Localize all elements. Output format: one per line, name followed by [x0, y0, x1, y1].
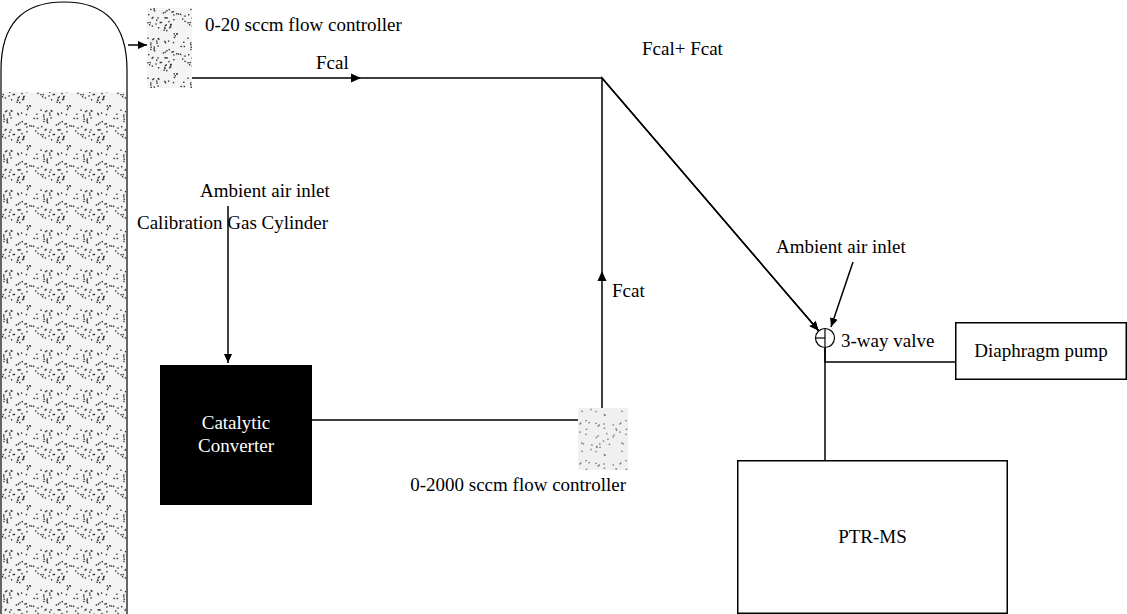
flow-arrowhead [351, 74, 361, 83]
flow-line [824, 348, 826, 460]
component-label: 3-way valve [841, 330, 934, 353]
flow-label: Fcat [612, 280, 645, 303]
component-label: Catalytic Converter [160, 412, 312, 458]
flow-arrowhead [598, 271, 607, 281]
component-box: Calibration Gas Cylinder [0, 0, 128, 614]
inlet-label: Ambient air inlet [200, 180, 330, 203]
cylinder-outline [1, 2, 127, 614]
node-outline [578, 408, 628, 470]
valve-symbol: 3-way valve [815, 328, 835, 348]
component-box: Catalytic Converter [160, 365, 312, 505]
inlet-label: Ambient air inlet [776, 236, 906, 259]
component-box: PTR-MS [737, 460, 1008, 614]
valve-port [824, 329, 825, 347]
valve-circle [816, 329, 835, 348]
cylinder-body [2, 92, 126, 614]
valve-port [816, 337, 825, 338]
flow-line [128, 44, 147, 46]
component-box: 0-20 sccm flow controller [147, 8, 192, 88]
flow-label: Fcal+ Fcat [642, 38, 723, 61]
flow-label: Fcal [316, 52, 349, 75]
box-outline [738, 461, 1008, 614]
node-outline [0, 0, 128, 614]
component-label: PTR-MS [830, 526, 915, 549]
component-label: Calibration Gas Cylinder [137, 212, 328, 235]
box-outline [956, 323, 1127, 380]
component-box: Diaphragm pump [955, 322, 1127, 380]
converter-body [160, 365, 312, 505]
controller-body [147, 8, 192, 88]
inlet-arrow [831, 262, 853, 327]
node-outline [815, 328, 835, 348]
component-box: 0-2000 sccm flow controller [578, 408, 628, 470]
component-label: 0-2000 sccm flow controller [410, 474, 626, 497]
flow-line [312, 419, 578, 421]
flow-line [192, 78, 819, 330]
node-outline [147, 8, 192, 88]
component-label: Diaphragm pump [966, 340, 1116, 363]
controller-body [578, 408, 628, 470]
component-label: 0-20 sccm flow controller [205, 14, 402, 37]
